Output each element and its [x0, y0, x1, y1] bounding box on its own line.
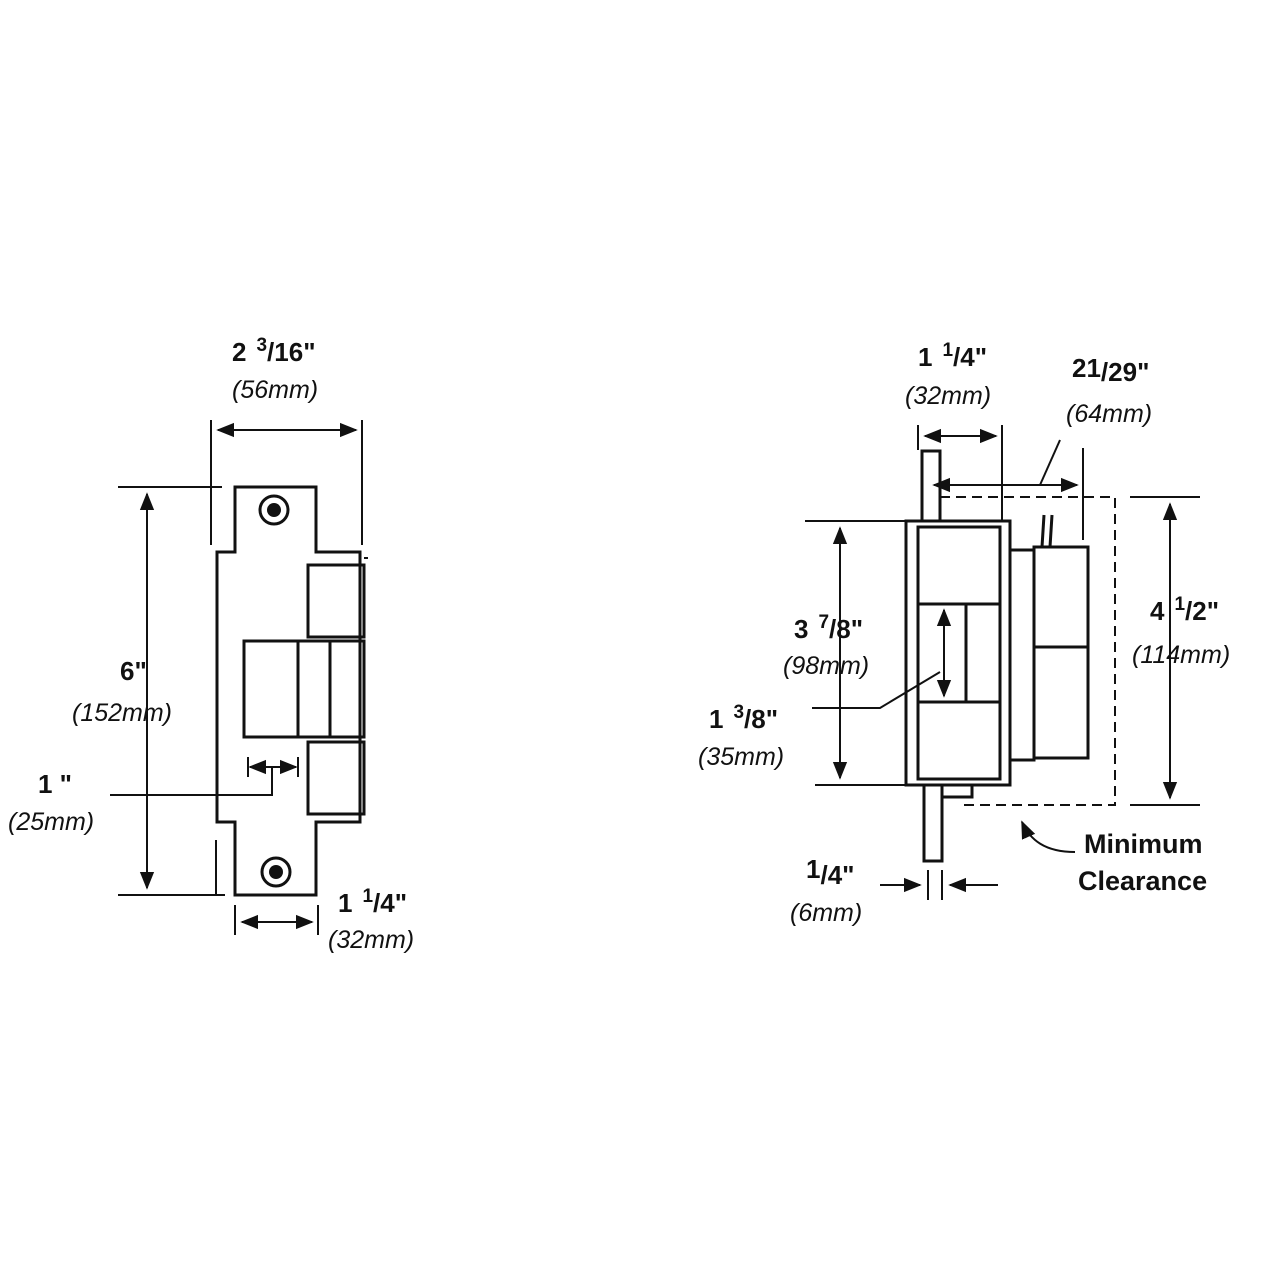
lead-wires: [1040, 514, 1054, 548]
solenoid-plate: [1008, 548, 1036, 762]
offset-label: 1 ": [38, 769, 72, 799]
mounting-screw-bottom: [260, 856, 292, 888]
depth-top-metric: (32mm): [905, 382, 991, 410]
height-label: 6": [120, 656, 147, 686]
faceplate-thickness-metric: (6mm): [790, 899, 862, 927]
depth-total-metric: (64mm): [1066, 400, 1152, 428]
height-metric: (152mm): [72, 699, 172, 727]
clearance-label-line1: Minimum: [1084, 829, 1203, 859]
side-body-outer: [904, 519, 1012, 787]
clearance-height-metric: (114mm): [1132, 641, 1230, 669]
keeper: [242, 639, 366, 739]
clearance-label-line2: Clearance: [1078, 866, 1207, 896]
strike-block-lower: [306, 740, 366, 816]
side-body-inner: [916, 525, 1002, 781]
offset-metric: (25mm): [8, 808, 94, 836]
solenoid-lower: [1032, 645, 1090, 760]
minimum-clearance-envelope: [940, 496, 1116, 806]
keeper-height-metric: (35mm): [698, 743, 784, 771]
body-height-metric: (98mm): [783, 652, 869, 680]
depth-total-label: 21/29": [1072, 353, 1149, 387]
width-bottom-metric: (32mm): [328, 926, 414, 954]
side-faceplate-bottom: [922, 783, 944, 863]
solenoid-upper: [1032, 545, 1090, 649]
strike-block-upper: [306, 563, 366, 639]
faceplate-thickness-label: 1/4": [806, 854, 854, 890]
mounting-screw-top: [258, 494, 290, 526]
faceplate-outline: [215, 485, 362, 897]
width-top-metric: (56mm): [232, 376, 318, 404]
